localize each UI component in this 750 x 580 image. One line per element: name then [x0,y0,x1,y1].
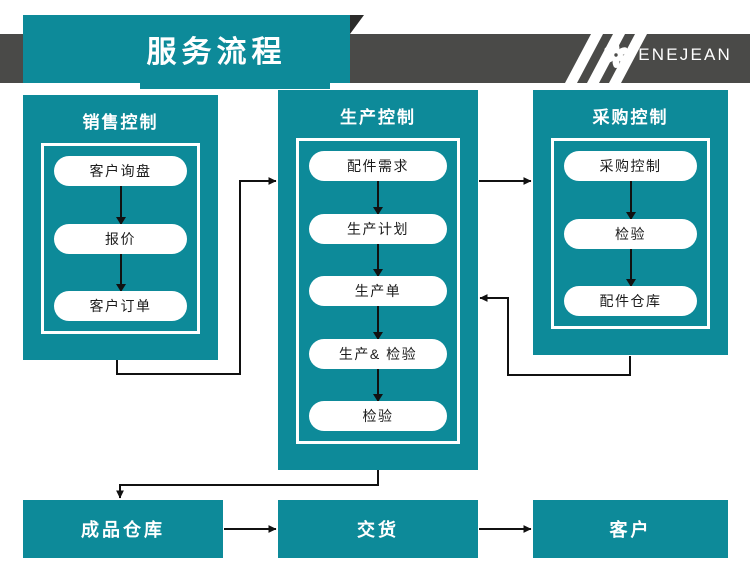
panel-title-purchasing: 采购控制 [592,108,669,127]
bottom-box-delivery[interactable]: 交货 [278,500,478,558]
step-production-3[interactable]: 生产& 检验 [309,338,447,369]
page-title: 服务流程 [146,36,287,69]
step-connector-production-0 [309,181,447,215]
step-list-production: 配件需求 生产计划 生产单 生产& 检验 [309,151,447,431]
arrow-head-down-icon [373,269,383,277]
step-production-4[interactable]: 检验 [309,401,447,431]
step-connector-production-2 [309,306,447,340]
step-connector-sales-0 [54,186,187,225]
step-sales-0[interactable]: 客户询盘 [54,156,187,186]
step-connector-purchasing-0 [564,181,697,220]
arrow-head-down-icon [373,331,383,340]
arrow-line-icon [377,181,379,214]
arrow-line-icon [377,306,379,339]
arrow-line-icon [629,248,632,286]
arrow-head-down-icon [373,206,383,215]
step-sales-1[interactable]: 报价 [54,223,187,254]
brand-name: ENEJEAN [638,45,732,64]
panel-production-control: 生产控制 配件需求 生产计划 生产单 生产& 检验 [278,90,478,470]
pinwheel-flower-icon [604,42,628,68]
step-connector-production-3 [309,368,447,402]
bottom-box-customer[interactable]: 客户 [533,500,728,558]
header-ribbon: 服务流程 [23,15,350,83]
panel-title-sales: 销售控制 [82,113,159,132]
step-purchasing-0[interactable]: 采购控制 [564,151,697,181]
step-production-0[interactable]: 配件需求 [309,151,447,181]
step-production-2[interactable]: 生产单 [309,276,447,306]
arrow-head-down-icon [625,211,636,220]
panel-inner-frame-production: 配件需求 生产计划 生产单 生产& 检验 [296,138,460,444]
panel-purchasing-control: 采购控制 采购控制 检验 配件仓库 [533,90,728,355]
step-purchasing-1[interactable]: 检验 [564,218,697,249]
step-connector-purchasing-1 [564,248,697,287]
arrow-head-down-icon [625,279,636,287]
step-list-sales: 客户询盘 报价 客户订单 [54,156,187,321]
panel-sales-control: 销售控制 客户询盘 报价 客户订单 [23,95,218,360]
panel-inner-frame-sales: 客户询盘 报价 客户订单 [41,143,200,334]
ribbon-fold-shape [350,15,364,34]
panel-title-production: 生产控制 [340,108,416,127]
step-production-1[interactable]: 生产计划 [309,213,447,244]
step-connector-production-1 [309,243,447,277]
connector-production-to-finished-goods [116,470,379,499]
step-purchasing-2[interactable]: 配件仓库 [564,286,697,316]
arrow-head-down-icon [373,394,383,402]
panel-inner-frame-purchasing: 采购控制 检验 配件仓库 [551,138,710,329]
brand-logo: ENEJEAN [603,42,732,68]
arrow-line-icon [629,181,632,219]
step-list-purchasing: 采购控制 检验 配件仓库 [564,151,697,316]
arrow-line-icon [377,368,379,401]
arrow-line-icon [377,243,379,276]
bottom-box-finished-goods-warehouse[interactable]: 成品仓库 [23,500,223,558]
step-connector-sales-1 [54,253,187,292]
header-accent-underline [140,83,330,89]
step-sales-2[interactable]: 客户订单 [54,291,187,321]
